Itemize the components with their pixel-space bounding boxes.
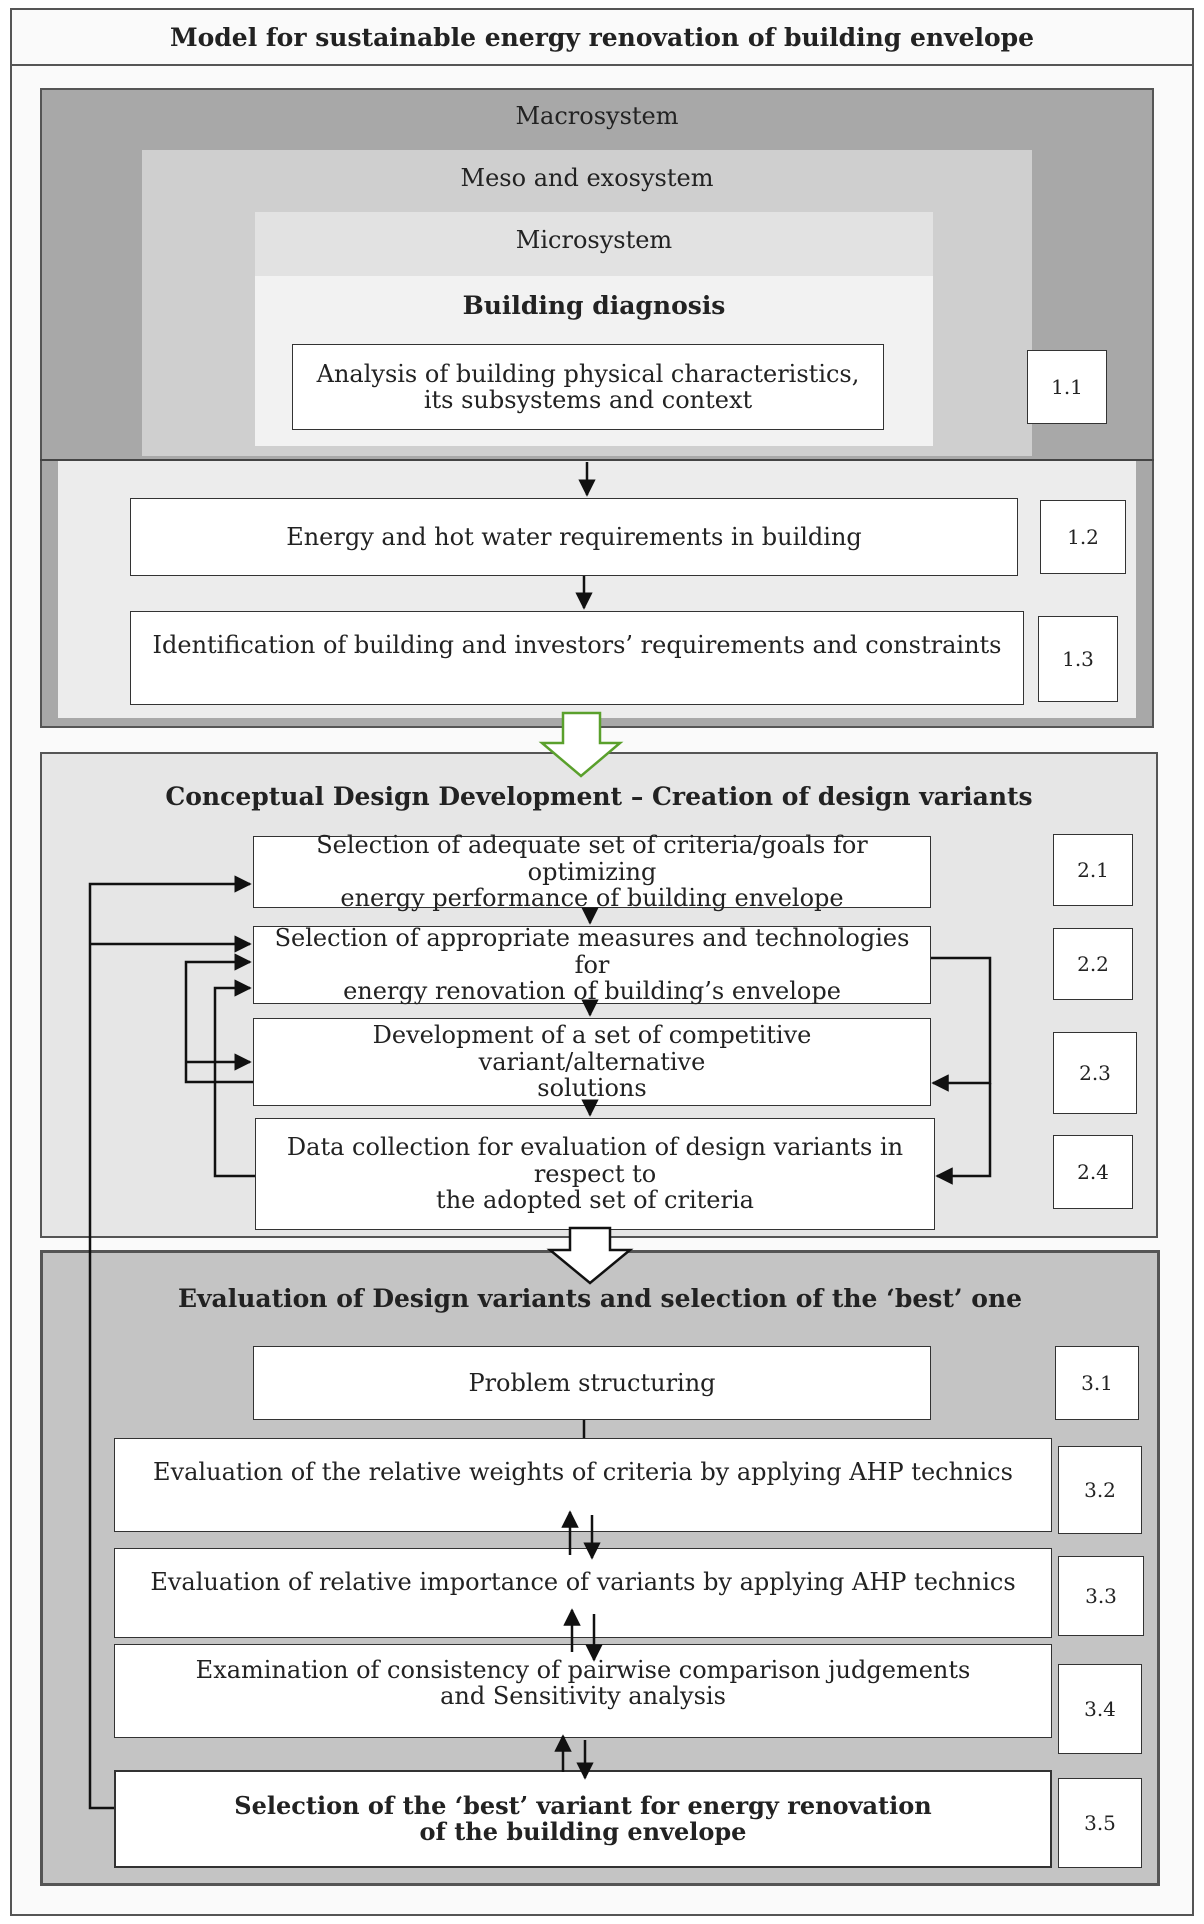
step-2-4-box: Data collection for evaluation of design…	[255, 1118, 935, 1230]
step-2-3-text: Development of a set of competitive vari…	[372, 1021, 812, 1103]
diagram-title: Model for sustainable energy renovation …	[10, 8, 1194, 66]
phase3-heading: Evaluation of Design variants and select…	[177, 1284, 1023, 1313]
step-2-3-number: 2.3	[1053, 1032, 1137, 1114]
microsystem-label: Microsystem	[515, 226, 673, 254]
step-3-5-number: 3.5	[1058, 1778, 1142, 1868]
step-3-3-number: 3.3	[1058, 1556, 1144, 1636]
step-2-1-number: 2.1	[1053, 834, 1133, 906]
step-1-2-box: Energy and hot water requirements in bui…	[130, 498, 1018, 576]
step-3-3-box: Evaluation of relative importance of var…	[114, 1548, 1052, 1638]
macrosystem-label: Macrosystem	[515, 102, 679, 130]
loop-2-3-to-2-2	[184, 953, 253, 1084]
phase2-heading: Conceptual Design Development – Creation…	[165, 782, 1033, 811]
phase-transition-arrow-1-to-2	[538, 711, 624, 778]
phase-transition-arrow-2-to-3	[546, 1226, 634, 1285]
step-1-1-box: Analysis of building physical characteri…	[292, 344, 884, 430]
step-2-3-box: Development of a set of competitive vari…	[253, 1018, 931, 1106]
step-3-1-text: Problem structuring	[468, 1368, 716, 1397]
loop-2-4-to-2-2	[213, 979, 255, 1178]
step-1-1-number: 1.1	[1027, 350, 1107, 424]
phase1-divider	[40, 459, 1154, 461]
step-3-3-text: Evaluation of relative importance of var…	[150, 1568, 1016, 1596]
step-2-2-number: 2.2	[1053, 928, 1133, 1000]
step-1-3-text: Identification of building and investors…	[152, 631, 1002, 659]
step-1-3-box: Identification of building and investors…	[130, 611, 1024, 705]
step-2-4-number: 2.4	[1053, 1135, 1133, 1209]
step-1-2-text: Energy and hot water requirements in bui…	[286, 522, 862, 551]
meso-exosystem-label: Meso and exosystem	[460, 164, 714, 192]
step-2-2-text: Selection of appropriate measures and te…	[274, 924, 910, 1006]
step-3-2-box: Evaluation of the relative weights of cr…	[114, 1438, 1052, 1532]
step-1-2-number: 1.2	[1040, 500, 1126, 574]
step-2-1-text: Selection of adequate set of criteria/go…	[316, 831, 868, 913]
step-3-2-number: 3.2	[1058, 1446, 1142, 1534]
feedback-3-5-to-2-1	[88, 875, 252, 1810]
feedback-2-2-to-2-4	[935, 1083, 992, 1185]
step-3-1-number: 3.1	[1055, 1346, 1139, 1420]
step-2-2-box: Selection of appropriate measures and te…	[253, 924, 931, 1006]
building-diagnosis-heading: Building diagnosis	[462, 291, 726, 320]
step-1-1-text: Analysis of building physical characteri…	[316, 359, 860, 414]
feedback-2-2-to-2-3	[931, 956, 992, 1092]
step-3-4-number: 3.4	[1058, 1664, 1142, 1754]
step-2-1-box: Selection of adequate set of criteria/go…	[253, 832, 931, 911]
step-1-3-number: 1.3	[1038, 616, 1118, 702]
step-3-2-text: Evaluation of the relative weights of cr…	[153, 1458, 1013, 1486]
step-3-4-text: Examination of consistency of pairwise c…	[195, 1656, 971, 1711]
step-2-4-text: Data collection for evaluation of design…	[286, 1133, 904, 1215]
step-3-4-box: Examination of consistency of pairwise c…	[114, 1644, 1052, 1738]
step-3-1-box: Problem structuring	[253, 1346, 931, 1420]
step-3-5-text: Selection of the ‘best’ variant for ener…	[234, 1790, 932, 1846]
